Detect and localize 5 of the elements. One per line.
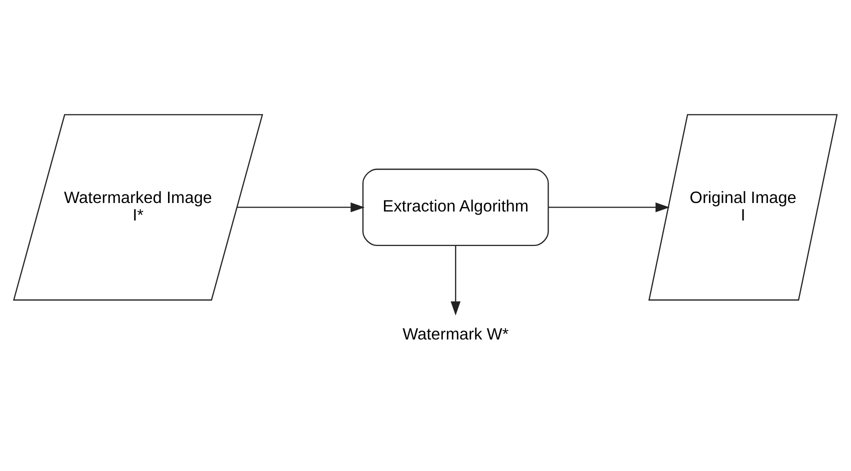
arrow — [548, 202, 670, 212]
node-box: Extraction Algorithm — [362, 168, 549, 246]
arrow — [237, 202, 365, 212]
arrow — [450, 246, 461, 316]
node-text: Watermark W* — [402, 326, 509, 344]
